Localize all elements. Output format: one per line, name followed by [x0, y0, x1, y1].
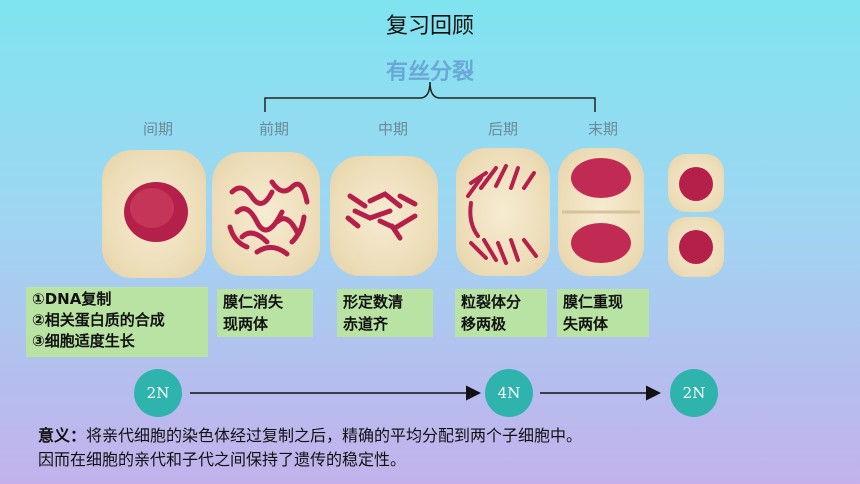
note-telophase: 膜仁重现 失两体	[557, 289, 649, 337]
nucleus-graphic	[562, 158, 640, 263]
count-circle-end: 2N	[670, 369, 718, 417]
nucleus-graphic	[679, 230, 713, 264]
note-metaphase: 形定数清 赤道齐	[337, 289, 433, 337]
note-line: ②相关蛋白质的合成	[32, 311, 165, 329]
chromosome-graphic	[466, 164, 538, 265]
significance-text: 意义：将亲代细胞的染色体经过复制之后，精确的平均分配到两个子细胞中。 因而在细胞…	[38, 424, 838, 472]
phase-label-prophase: 前期	[258, 120, 289, 138]
cell-prophase	[212, 152, 320, 276]
note-interphase: ①DNA复制 ②相关蛋白质的合成 ③细胞适度生长	[26, 287, 208, 357]
significance-body: 将亲代细胞的染色体经过复制之后，精确的平均分配到两个子细胞中。	[86, 426, 583, 445]
chromosome-graphic	[345, 191, 418, 241]
cell-metaphase	[330, 156, 438, 276]
note-prophase: 膜仁消失 现两体	[217, 289, 313, 337]
slide-title: 复习回顾	[385, 14, 474, 39]
chromosome-graphic	[227, 179, 310, 257]
note-line: 失两体	[563, 315, 609, 333]
phase-label-interphase: 间期	[142, 120, 173, 138]
daughter-cell-top	[668, 154, 724, 212]
note-line: 移两极	[461, 315, 507, 333]
daughter-cell-bottom	[668, 217, 724, 277]
cell-telophase	[558, 148, 644, 276]
note-line: 赤道齐	[343, 315, 389, 333]
count-arrows	[190, 385, 661, 401]
nucleus-graphic	[124, 182, 188, 242]
note-line: 粒裂体分	[461, 293, 522, 311]
note-line: 膜仁重现	[563, 293, 624, 311]
phase-label-telophase: 末期	[587, 120, 618, 138]
significance-line-2: 因而在细胞的亲代和子代之间保持了遗传的稳定性。	[38, 450, 407, 469]
count-circle-start: 2N	[134, 369, 182, 417]
phase-label-metaphase: 中期	[377, 120, 408, 138]
note-line: 现两体	[223, 315, 269, 333]
significance-label: 意义：	[38, 426, 87, 445]
cell-interphase	[102, 150, 206, 278]
note-line: 膜仁消失	[223, 293, 284, 311]
note-line: ①DNA复制	[32, 290, 112, 308]
note-line: ③细胞适度生长	[32, 332, 135, 350]
phase-brace	[264, 81, 596, 112]
phase-label-anaphase: 后期	[487, 120, 518, 138]
nucleus-graphic	[679, 167, 713, 201]
count-circle-middle: 4N	[485, 369, 533, 417]
note-line: 形定数清	[343, 293, 404, 311]
diagram-subtitle: 有丝分裂	[385, 60, 474, 85]
cell-anaphase	[456, 148, 550, 276]
note-anaphase: 粒裂体分 移两极	[455, 289, 547, 337]
significance-line-1: 意义：将亲代细胞的染色体经过复制之后，精确的平均分配到两个子细胞中。	[38, 424, 838, 448]
